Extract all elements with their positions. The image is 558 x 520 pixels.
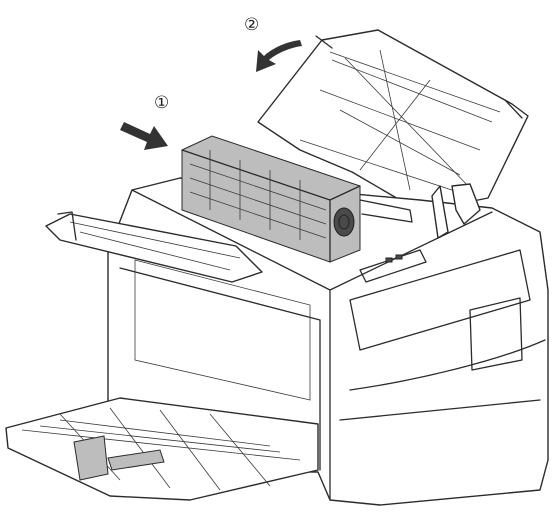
paper-input-tray <box>5 397 319 501</box>
fuser-unit <box>181 135 413 263</box>
step-1-arrow <box>120 122 168 150</box>
open-top-cover <box>257 29 529 209</box>
step-1-number: ① <box>154 93 169 113</box>
step-2-number: ② <box>244 15 259 35</box>
latch-levers <box>431 183 481 239</box>
step-2-arrow <box>256 40 302 72</box>
output-tray-support <box>45 211 263 283</box>
